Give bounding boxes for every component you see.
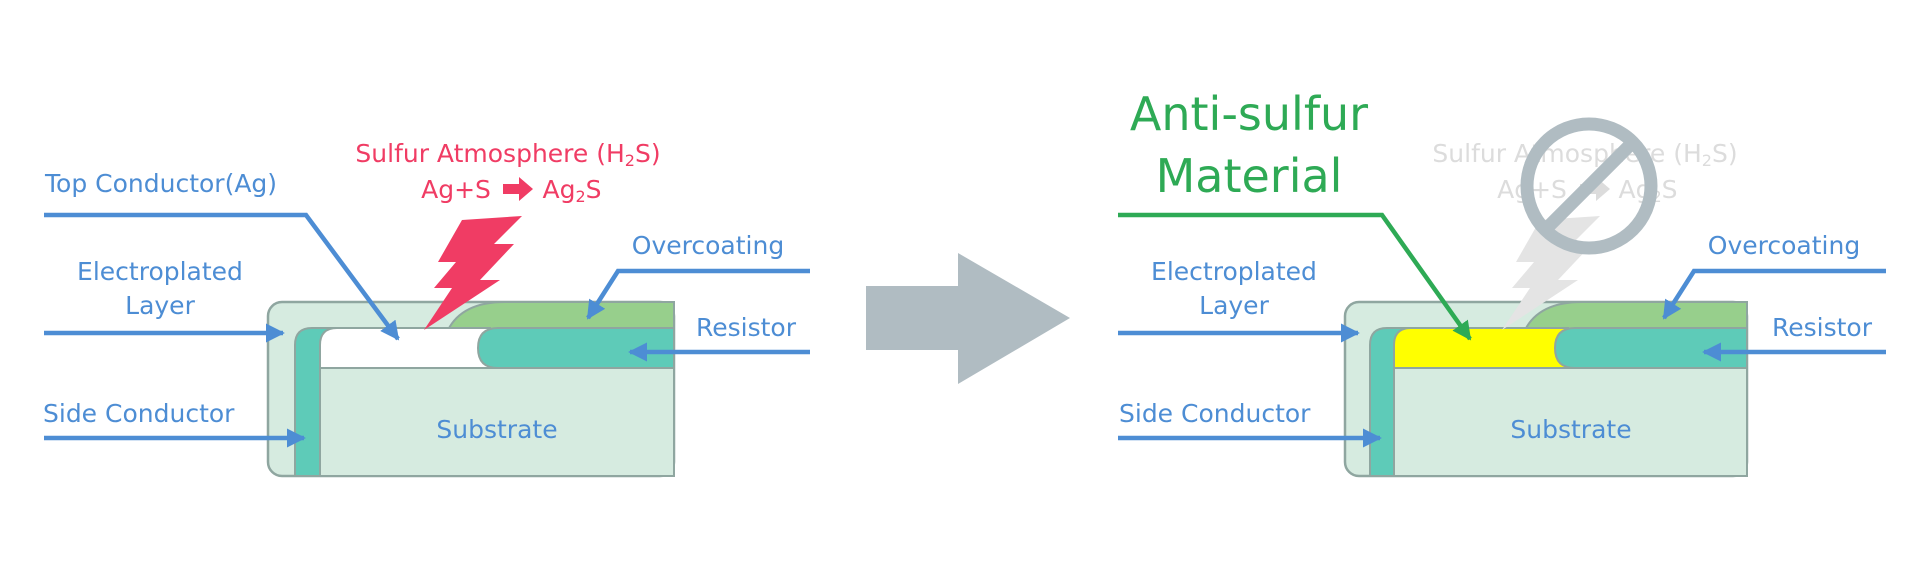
anti-sulfur-material-arrow — [1118, 212, 1472, 341]
lightning-bolt-icon — [424, 216, 522, 330]
substrate-shape — [319, 367, 675, 477]
overcoating-shape — [446, 301, 675, 331]
substrate-shape — [1393, 367, 1748, 477]
reaction-arrow-icon — [503, 177, 533, 201]
sulfur-atmosphere-faded-label: Sulfur Atmosphere (H2S) — [1432, 139, 1737, 170]
overcoating-label: Overcoating — [632, 231, 784, 260]
overcoating-label: Overcoating — [1708, 231, 1860, 260]
electroplated-layer-label-line2: Layer — [125, 291, 195, 320]
overcoating-arrow — [1662, 268, 1886, 320]
prohibited-icon — [1520, 117, 1658, 255]
left-resistor-diagram: Substrate Sulfur Atmosphere (H2S) Ag+S A… — [43, 139, 810, 478]
top-conductor-arrow — [44, 212, 400, 341]
electroplated-layer-label-line1: Electroplated — [1151, 257, 1317, 286]
anti-sulfur-title-line2: Material — [1156, 149, 1343, 203]
resistor-label: Resistor — [696, 313, 797, 342]
resistor-label: Resistor — [1772, 313, 1873, 342]
side-conductor-label: Side Conductor — [1119, 399, 1311, 428]
sulfur-reaction-left: Ag+S — [421, 175, 491, 204]
top-conductor-label: Top Conductor(Ag) — [44, 169, 277, 198]
electroplated-layer-label-line2: Layer — [1199, 291, 1269, 320]
top-conductor-shape — [319, 327, 491, 369]
electroplated-layer-label-line1: Electroplated — [77, 257, 243, 286]
overcoating-arrow — [586, 268, 810, 320]
side-conductor-label: Side Conductor — [43, 399, 235, 428]
anti-sulfur-material-shape — [1393, 327, 1569, 369]
right-resistor-diagram: Substrate Sulfur Atmosphere (H2S) Ag+S A… — [1118, 87, 1886, 478]
resistor-shape — [476, 327, 675, 369]
transition-arrow-icon — [866, 253, 1070, 384]
anti-sulfur-title-line1: Anti-sulfur — [1130, 87, 1368, 141]
resistor-shape — [1553, 327, 1748, 369]
substrate-label: Substrate — [436, 415, 557, 444]
sulfur-reaction-right: Ag2S — [542, 175, 601, 206]
sulfur-atmosphere-label: Sulfur Atmosphere (H2S) — [355, 139, 660, 170]
substrate-label: Substrate — [1510, 415, 1631, 444]
overcoating-shape — [1523, 301, 1748, 331]
